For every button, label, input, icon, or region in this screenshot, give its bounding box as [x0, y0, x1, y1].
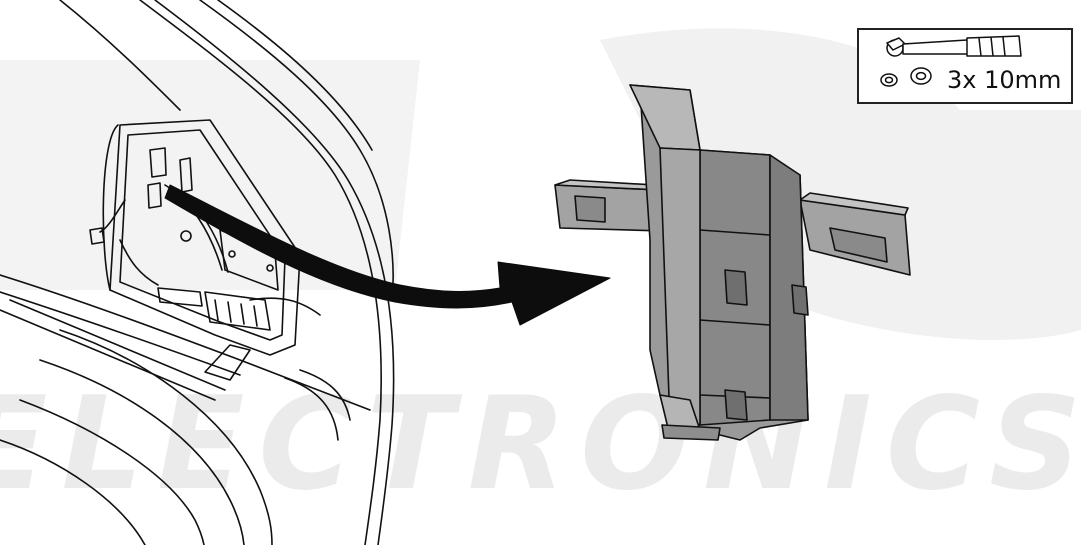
- tool-size-label: 3x 10mm: [947, 66, 1062, 94]
- watermark: ELECTRONICS: [0, 380, 1081, 510]
- socket-icon: [880, 67, 932, 87]
- ratchet-wrench-icon: [886, 35, 1022, 57]
- watermark-text: ELECTRONICS: [0, 380, 1081, 510]
- tool-info-box: 3x 10mm: [857, 28, 1073, 104]
